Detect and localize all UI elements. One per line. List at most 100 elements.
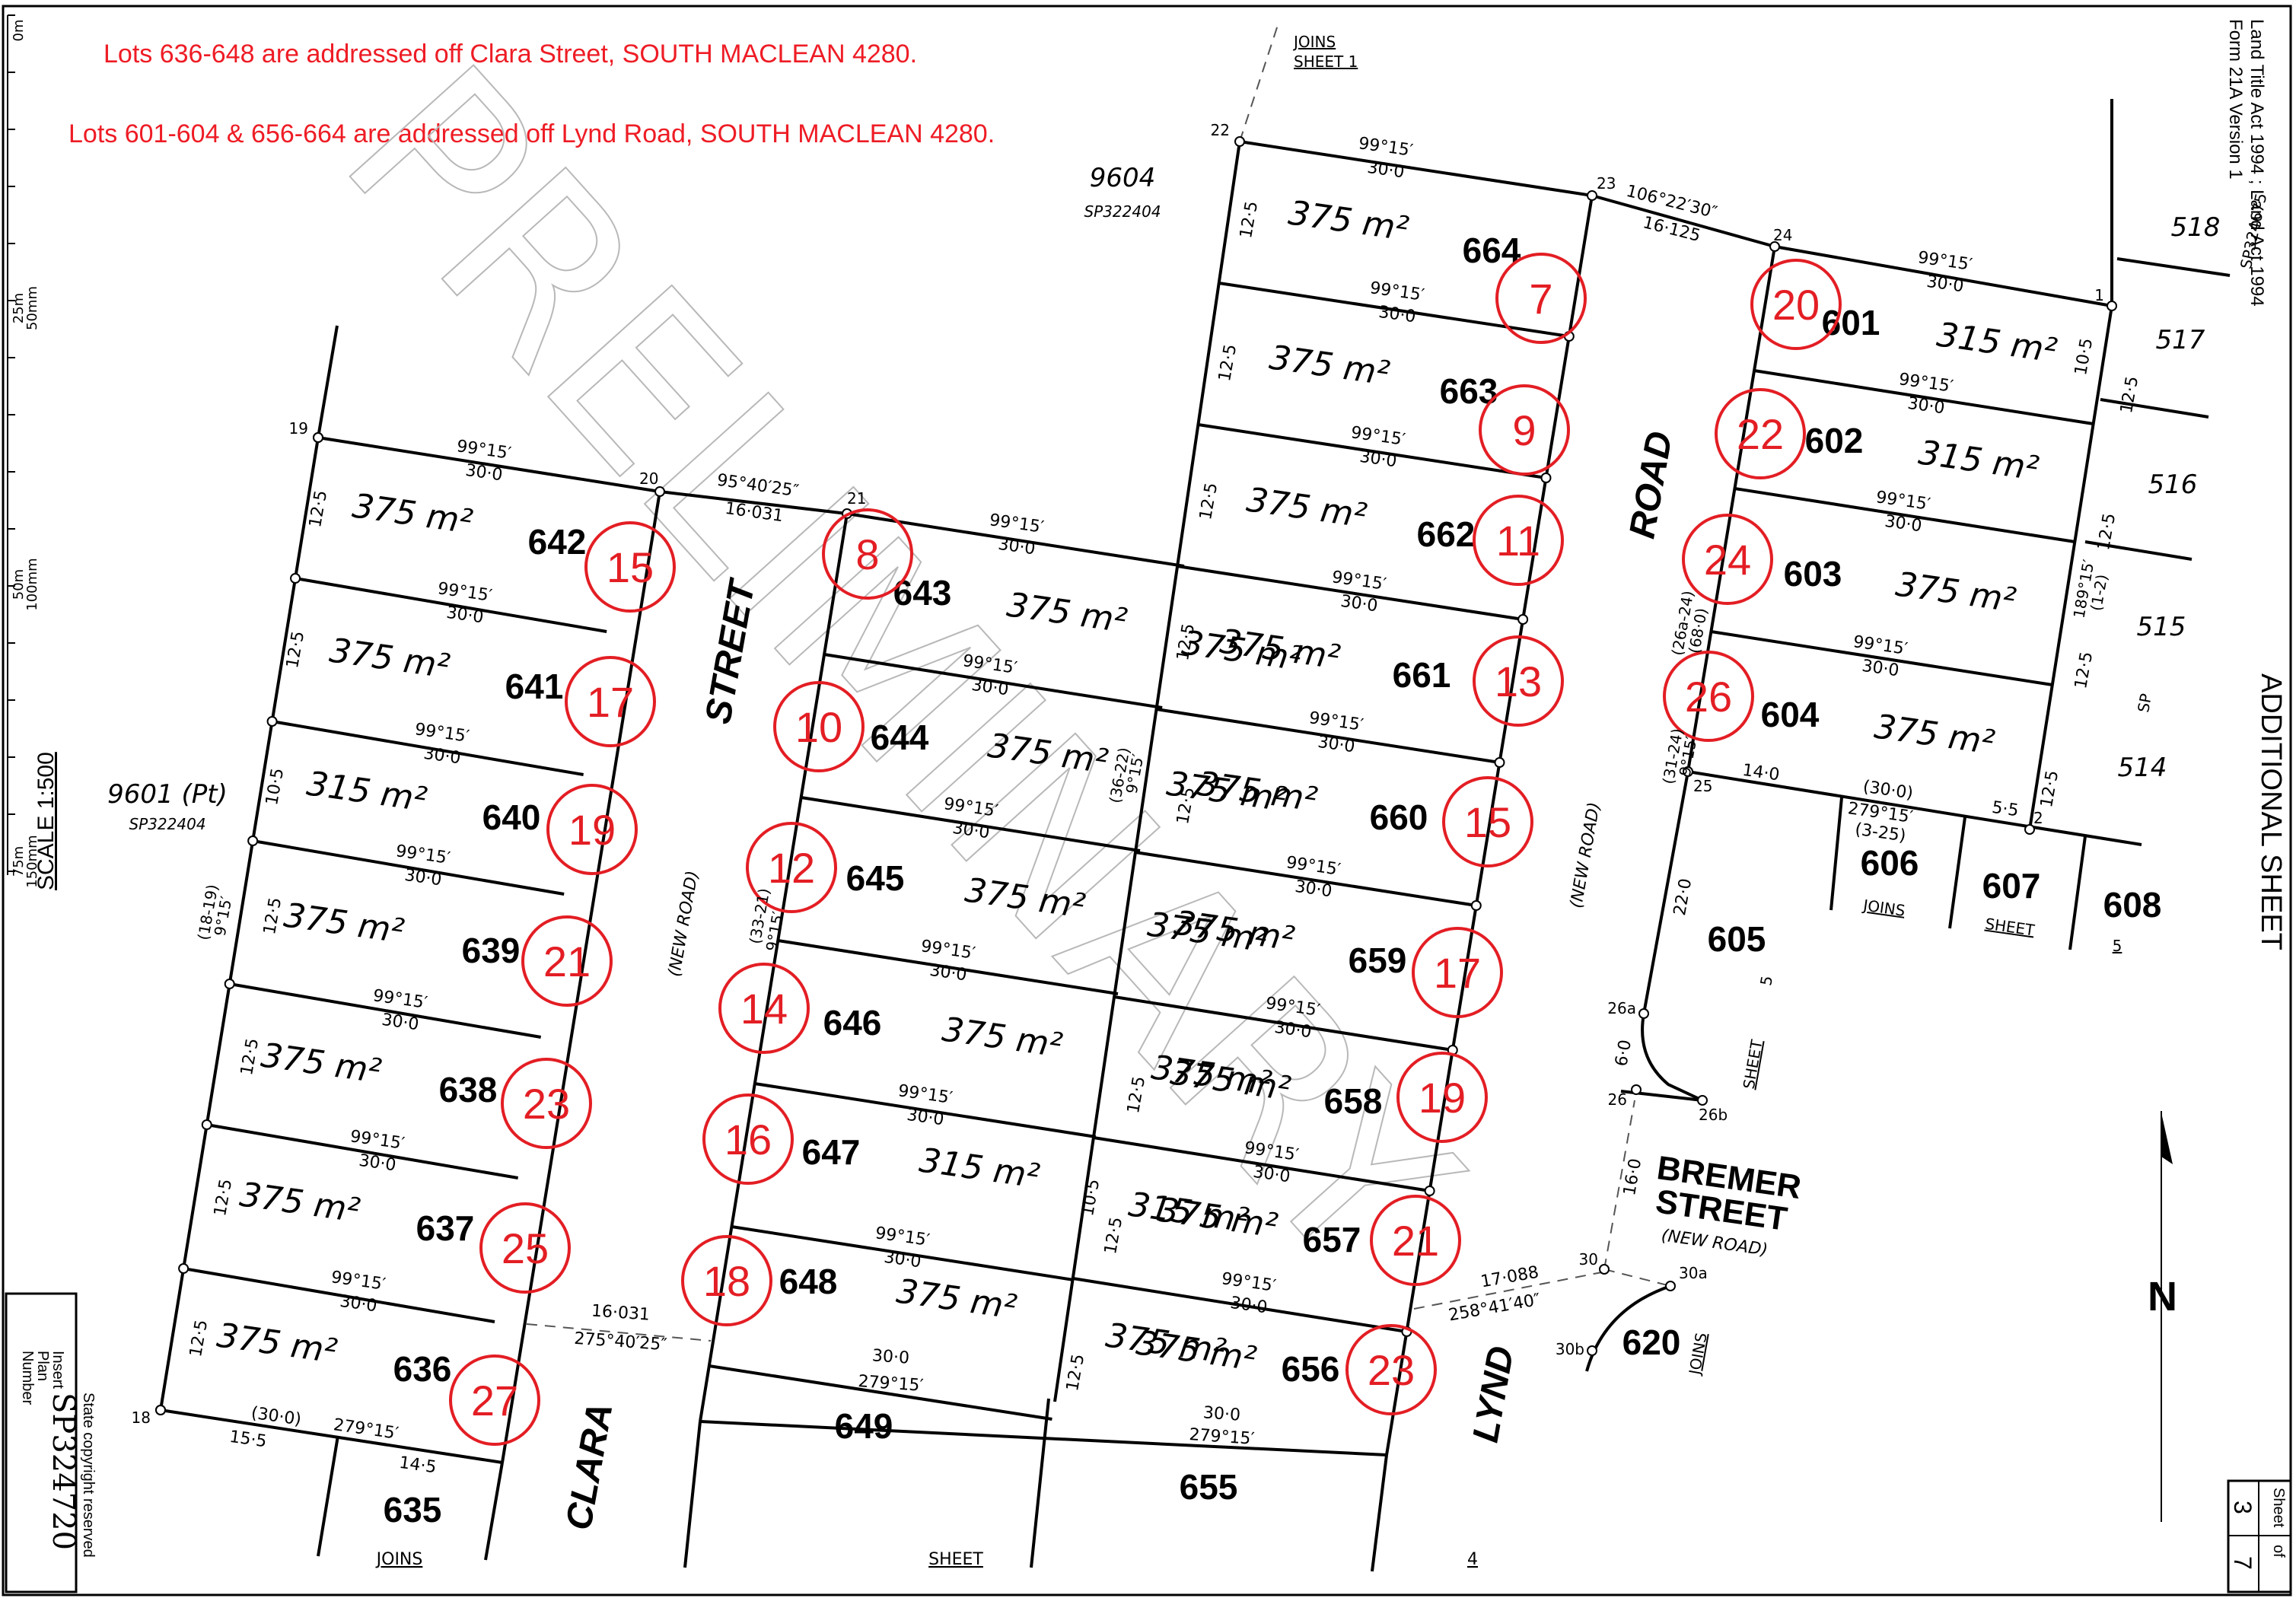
joins-label: SHEET 1 [1294, 53, 1358, 71]
lot-division [1135, 851, 1477, 907]
distance-label: 30·0 [1317, 733, 1356, 757]
bearing-label: 99°15′ [1358, 134, 1415, 161]
street-number: 8 [855, 530, 879, 578]
plan-label: Plan [34, 1351, 51, 1381]
station-dot [1587, 1345, 1597, 1356]
lot-number: 604 [1761, 695, 1820, 734]
joins-label: SHEET [1740, 1038, 1766, 1090]
station-label: 26b [1699, 1106, 1728, 1124]
distance-label: 14·5 [398, 1453, 438, 1478]
lot-number: 644 [871, 718, 929, 757]
street-number: 21 [543, 937, 591, 985]
bearing-label: 99°15′ [437, 579, 494, 606]
station-label: 30a [1679, 1264, 1708, 1282]
street-number: 9 [1512, 406, 1536, 454]
lot-number: 656 [1282, 1349, 1340, 1389]
neighbour-lot: 516 [2148, 470, 2198, 500]
lot-division [295, 577, 607, 633]
station-label: 26 [1608, 1090, 1627, 1109]
lot-area: 375 m² [259, 1036, 384, 1091]
street-number-circle [1396, 1052, 1488, 1143]
station-label: 30 [1579, 1250, 1598, 1269]
station-label: 30b [1556, 1340, 1584, 1358]
distance-label: 16·0 [1620, 1157, 1645, 1198]
lot-number: 620 [1622, 1323, 1681, 1362]
lot-area: 375 m² [350, 486, 475, 542]
distance-label: 30·0 [1229, 1294, 1269, 1318]
street-number: 15 [607, 543, 654, 591]
distance-label: 30·0 [1906, 394, 1946, 419]
lot-boundaries [159, 99, 2231, 1572]
lot-division [183, 1267, 495, 1323]
lot-number: 607 [1982, 866, 2041, 906]
neighbour-lot: 517 [2156, 325, 2205, 355]
distance-label: 30·0 [906, 1106, 945, 1130]
sp-label: SP [2134, 692, 2155, 715]
lot-area: 315 m² [1935, 315, 2059, 371]
distance-label: 30·0 [883, 1248, 922, 1272]
lot-area: 315 m² [1916, 433, 2041, 489]
lot-number: 603 [1784, 554, 1842, 594]
station-label: 22 [1211, 121, 1230, 139]
distance-label: 12·5 [211, 1178, 236, 1218]
station-dot [290, 573, 301, 584]
sheet-total: 7 [2229, 1556, 2256, 1570]
street-number: 10 [795, 703, 842, 751]
lot-area: 375 m² [327, 631, 452, 686]
sheet-ref: 5 [1756, 974, 1776, 987]
dashed-lines [526, 22, 1671, 1342]
right-margin: Land Title Act 1994 ; Land Act 1994 Form… [2225, 19, 2292, 1593]
street-number-circle [718, 963, 810, 1054]
distance-label: 12·5 [1237, 200, 1262, 240]
street-number-circle [449, 1354, 540, 1446]
distance-label: 12·5 [1196, 482, 1221, 522]
lot-division [777, 939, 1119, 995]
north-arrow: N [2148, 1111, 2177, 1522]
lot-number: 608 [2103, 885, 2162, 925]
distance-label: 12·5 [1063, 1353, 1088, 1393]
act-line1: Land Title Act 1994 ; Land Act 1994 [2247, 19, 2267, 307]
address-note-lynd: Lots 601-604 & 656-664 are addressed off… [68, 119, 995, 148]
lot-area: 375 m² [1286, 193, 1411, 249]
street-number: 20 [1772, 281, 1820, 329]
lot-division [206, 1123, 519, 1179]
bearing-label: 99°15′ [1350, 423, 1407, 450]
bearing-label: 258°41′40″ [1447, 1291, 1543, 1326]
lot-number: 641 [505, 667, 564, 706]
parcel-number: 9601 (Pt) [107, 779, 228, 810]
street-number-circle [1715, 388, 1806, 479]
bearing-label: 99°15′ [1308, 708, 1365, 735]
street-number-circle [1495, 253, 1587, 344]
lot-area: 375 m² [1893, 565, 2018, 620]
sheet-number: 3 [2229, 1501, 2256, 1514]
lot-number: 658 [1324, 1081, 1383, 1121]
station-dot [1683, 766, 1693, 777]
lot-area: 375 m² [1134, 1323, 1259, 1379]
distance-label: 6·0 [1612, 1038, 1635, 1068]
street-number-circle [746, 822, 837, 913]
parcel-number: 9604 [1090, 163, 1156, 193]
station-dot [266, 716, 278, 727]
lot-number: 664 [1463, 231, 1521, 270]
distance-label: 30·0 [445, 603, 485, 628]
street-number-circle [681, 1235, 772, 1326]
neighbour-lot: 518 [2171, 212, 2221, 243]
lot-number: 636 [393, 1349, 452, 1389]
street-number-circle [1442, 776, 1533, 867]
station-dot [247, 836, 259, 846]
bearing-label: 279°15′ [1189, 1425, 1256, 1449]
lot-division [1156, 708, 1500, 764]
distance-label: 30·0 [403, 866, 443, 890]
street-number: 21 [1392, 1217, 1439, 1265]
bearing-label: 99°15′ [897, 1081, 954, 1108]
distance-label: 30·0 [871, 1346, 910, 1367]
lot-number: 642 [528, 522, 587, 562]
joins-label: JOINS [1292, 33, 1336, 51]
lot-area: 315 m² [304, 764, 429, 820]
station-dot [1424, 1186, 1435, 1196]
station-label: 20 [639, 470, 658, 488]
distance-label: 30·0 [1339, 592, 1379, 616]
bearing-label: 279°15′ [858, 1372, 925, 1396]
distance-label: 30·0 [1294, 877, 1333, 902]
lot-area: 375 m² [1872, 707, 1997, 762]
